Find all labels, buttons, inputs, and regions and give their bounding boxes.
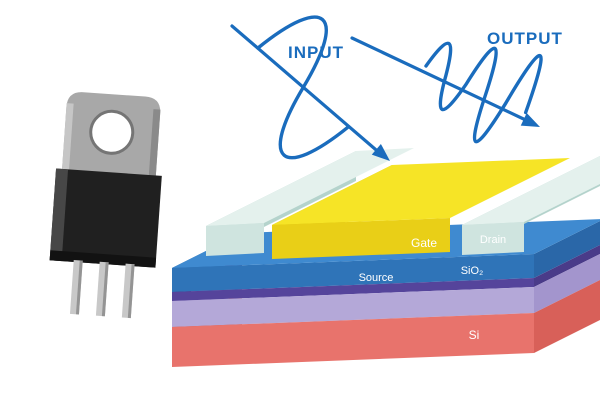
output-arrowhead-icon <box>520 112 540 127</box>
drain-label: Drain <box>480 234 506 246</box>
source-label: Source <box>359 272 394 284</box>
package-leg-right-shade <box>127 264 135 319</box>
package-body <box>49 168 162 268</box>
output-sine-waves <box>424 41 543 144</box>
input-arrowhead-icon <box>371 143 390 161</box>
boundary-layer-front-face <box>172 278 534 301</box>
transistor-package <box>49 92 162 319</box>
inner-layer-front-face <box>172 287 534 327</box>
boundary-layer-right-face <box>534 245 600 287</box>
gate-label: Gate <box>411 236 437 250</box>
inner-layer-right-face <box>534 254 600 313</box>
package-tab-right-shade <box>148 109 161 182</box>
substrate-layer-front-face <box>172 313 534 367</box>
package-leg-middle-shade <box>101 262 109 317</box>
package-body-left-shade <box>49 168 69 262</box>
mosfet-layer-stack: Source Gate SiO₂ Si Drain <box>172 148 600 367</box>
substrate-layer-right-face <box>534 280 600 353</box>
drain-electrode-front <box>462 222 524 255</box>
package-tab-left-highlight <box>61 103 74 176</box>
gate-electrode-front <box>272 218 450 259</box>
package-leg-left-shade <box>75 260 83 315</box>
input-sine-wave <box>256 15 351 160</box>
mounting-hole <box>89 109 135 155</box>
source-electrode-top <box>206 148 414 226</box>
package-body-bottom-shade <box>49 250 157 268</box>
oxide-layer-right-face <box>534 221 600 278</box>
source-electrode-front <box>206 223 264 256</box>
input-label: INPUT <box>288 43 344 62</box>
output-label: OUTPUT <box>487 29 563 48</box>
substrate-label: Si <box>469 328 480 342</box>
signal-annotations: INPUT OUTPUT <box>230 15 563 161</box>
gate-electrode-top <box>272 158 570 225</box>
oxide-layer-front-face <box>172 254 534 292</box>
drain-electrode-top <box>462 156 600 225</box>
oxide-label: SiO₂ <box>461 265 484 277</box>
